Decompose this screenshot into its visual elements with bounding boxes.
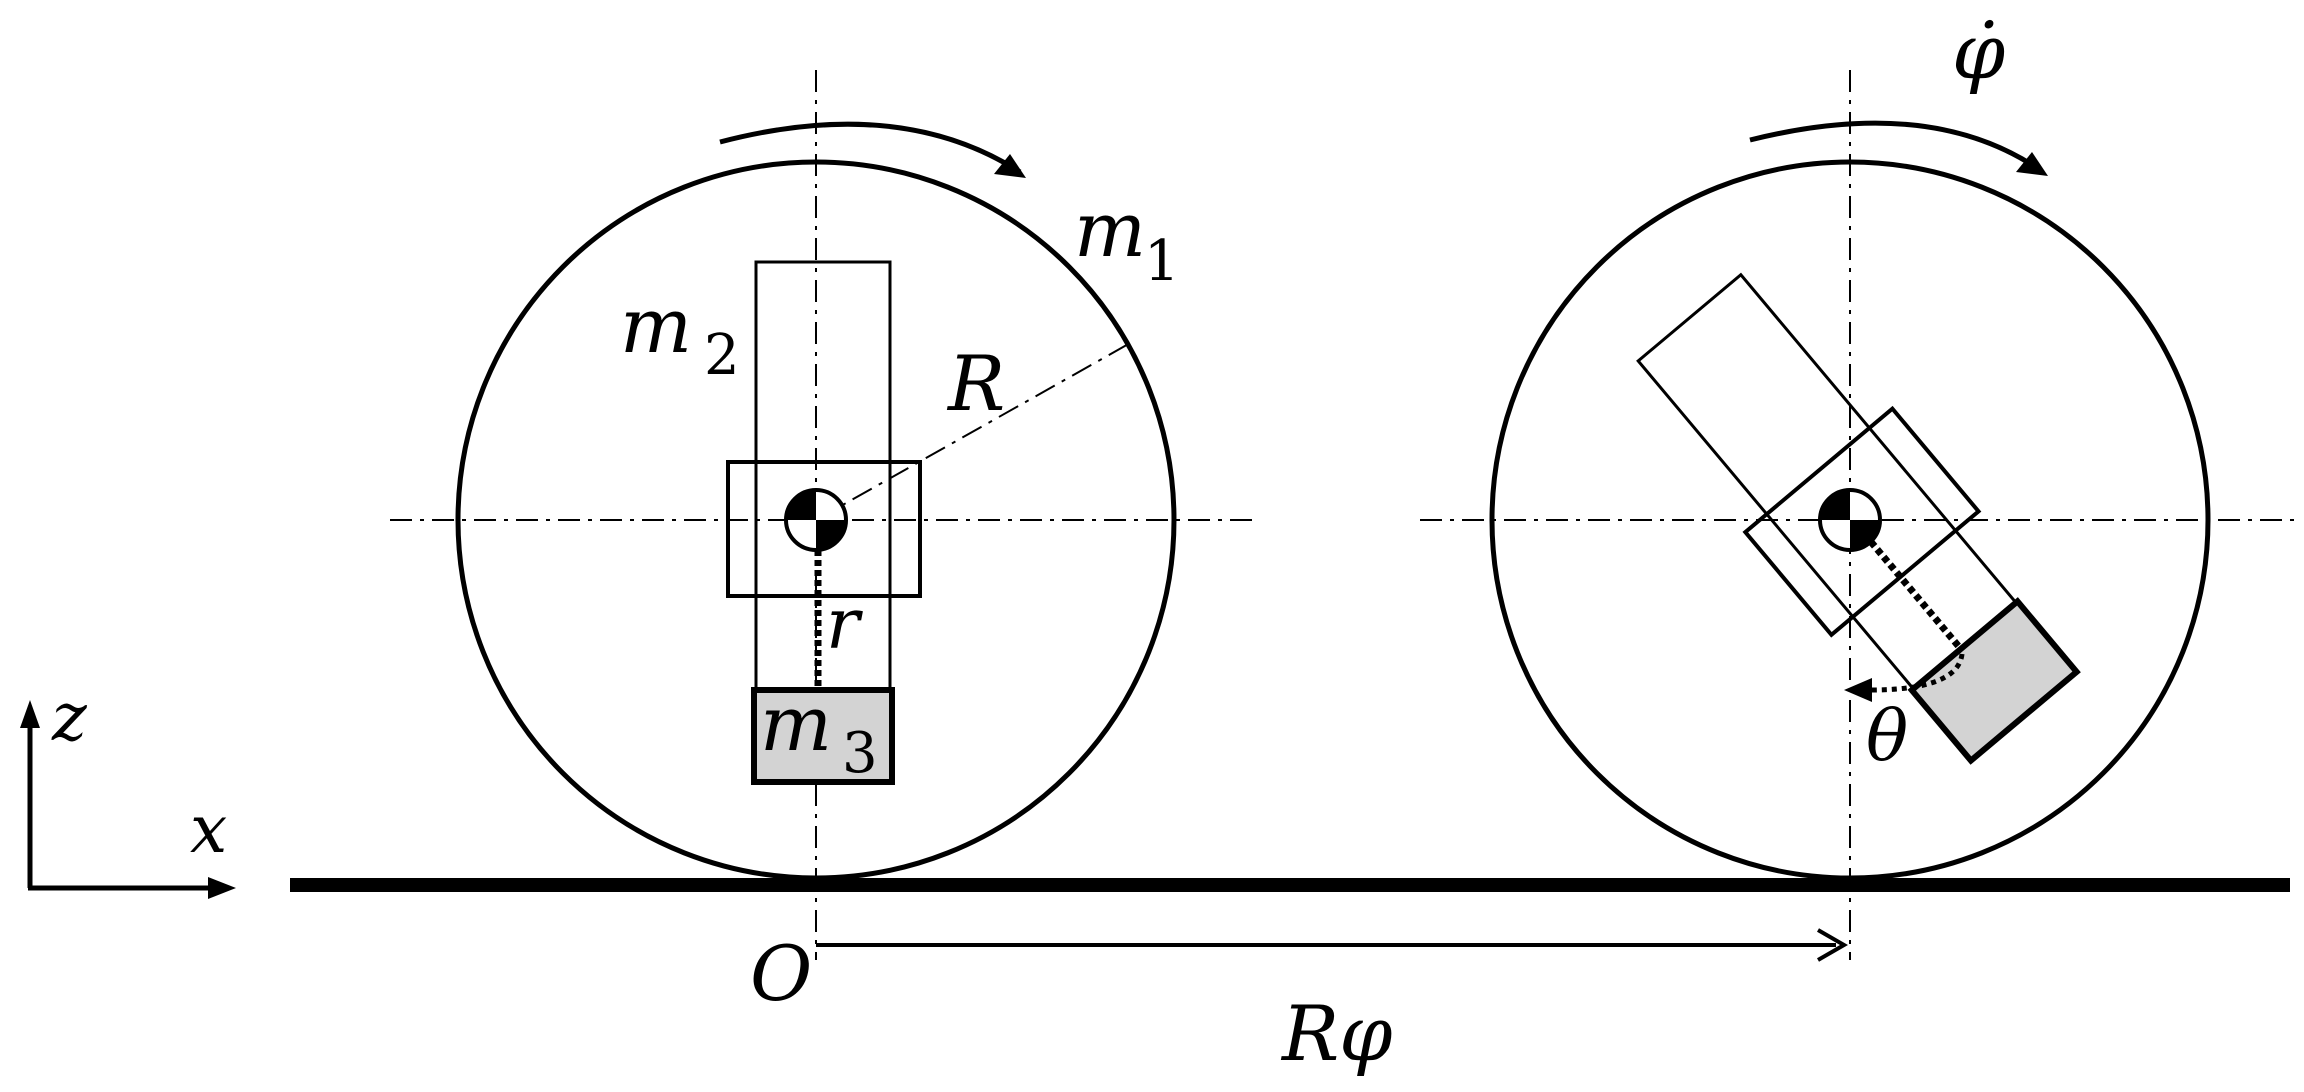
label-m2: m [620, 281, 692, 370]
left-pendulum-rod-m2 [754, 260, 892, 694]
label-m3-sub: 3 [842, 721, 878, 786]
right-r-dotted-line [1848, 516, 1963, 650]
right-mass [1907, 597, 2081, 765]
x-axis-label: x [190, 791, 227, 868]
right-wheel [1489, 159, 2211, 881]
label-m1: m [1074, 185, 1146, 274]
label-r: r [826, 583, 863, 665]
z-axis-label: z [51, 679, 88, 756]
right-rotated-pendulum [1636, 272, 2081, 765]
label-R-phi: Rφ [1280, 989, 1392, 1078]
ground-line [290, 878, 2290, 892]
right-hub [1742, 405, 1982, 638]
coordinate-axes: z x [20, 679, 236, 899]
displacement-arrow: Rφ [816, 928, 1849, 1078]
left-hub [726, 460, 922, 598]
left-radius-line [815, 341, 1133, 521]
label-m3: m [760, 679, 832, 768]
left-mass-m3 [751, 687, 895, 785]
right-rotation-arrow [1749, 120, 2042, 173]
left-wheel-m1 [455, 159, 1177, 881]
label-phi-dot: φ̇ [1952, 7, 2005, 96]
label-theta: θ [1866, 695, 1908, 777]
label-origin-O: O [750, 929, 812, 1018]
left-center-of-mass-icon [784, 488, 848, 552]
label-m2-sub: 2 [704, 323, 740, 388]
left-wheel-assembly: m 1 m 2 R r m 3 [390, 70, 1260, 960]
right-center-of-mass-icon [1818, 488, 1882, 552]
right-wheel-assembly: θ φ̇ [1420, 7, 2300, 960]
left-rotation-arrow [719, 121, 1022, 175]
label-R: R [946, 339, 1005, 428]
label-m1-sub: 1 [1144, 229, 1180, 294]
